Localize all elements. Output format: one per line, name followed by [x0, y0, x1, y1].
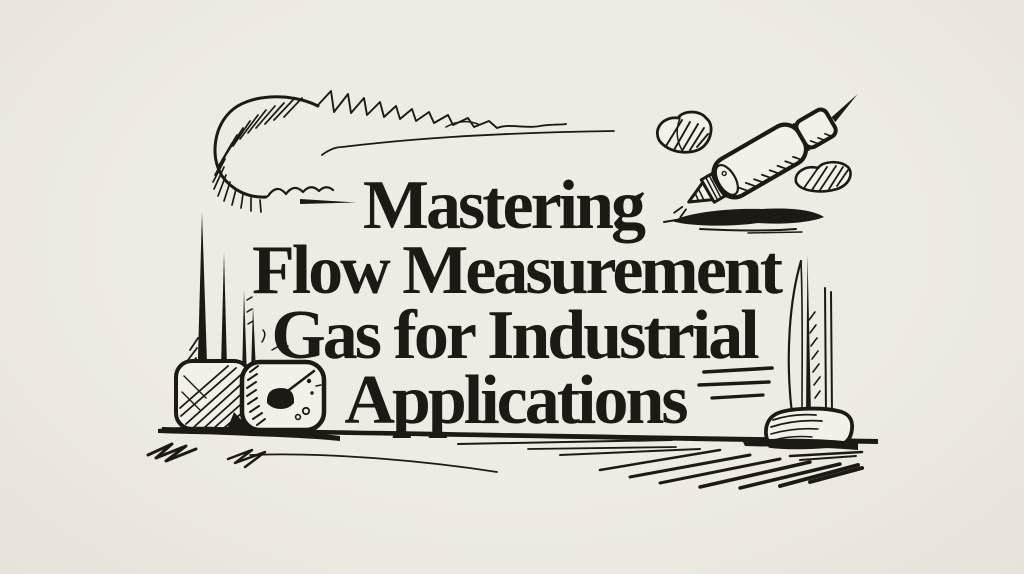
hatched-blob-left-icon — [656, 110, 713, 154]
title-line-4: Applications — [344, 362, 688, 439]
gauge-blob — [266, 388, 295, 409]
horizon-line-icon — [321, 130, 615, 156]
marker-pen-icon — [673, 94, 858, 219]
pedestal-blades-icon — [787, 254, 833, 416]
gauge-needle — [287, 369, 316, 392]
pedestal-icon — [742, 406, 864, 461]
title-line-2: Flow Measurement — [251, 232, 783, 309]
hatched-blob-right-icon — [794, 160, 852, 193]
scribble-zigzag-icon — [317, 90, 567, 129]
poster-title: Mastering Flow Measurement Gas for Indus… — [0, 167, 1024, 439]
cloud-swoosh-icon — [212, 90, 615, 213]
title-line-3: Gas for Industrial — [271, 297, 759, 374]
ink-smear-icon — [663, 208, 824, 234]
spike-needles-icon — [186, 212, 289, 393]
ground-line-icon — [162, 427, 878, 444]
speed-dash-marks-icon — [697, 366, 774, 400]
cube-gap-shadow — [228, 412, 250, 429]
title-line-1: Mastering — [362, 167, 646, 244]
hatched-cube-icon — [174, 359, 252, 431]
ground-scribble-icon — [146, 442, 498, 473]
ground-hatch-icon — [457, 439, 864, 490]
